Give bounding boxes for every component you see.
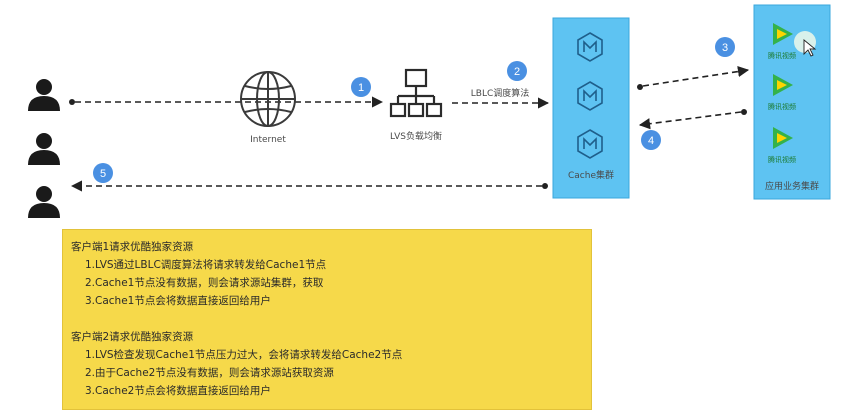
note-section-1-step-2: 2.Cache1节点没有数据，则会请求源站集群，获取 [85,277,324,289]
app-node-1: 腾讯视频 [768,23,796,60]
lvs-network-icon [389,68,443,118]
app-node-label-1: 腾讯视频 [768,51,796,60]
user-icon-1 [28,79,60,111]
step-badge-2: 2 [507,61,527,81]
internet-label: Internet [250,135,286,145]
svg-text:1: 1 [358,82,364,94]
note-section-2-step-2: 2.由于Cache2节点没有数据，则会请求源站获取资源 [85,367,334,379]
explanation-note: 客户端1请求优酷独家资源 1.LVS通过LBLC调度算法将请求转发给Cache1… [62,229,592,410]
arrow-app-to-cache [638,109,747,130]
app-node-3: 腾讯视频 [768,127,796,164]
app-cluster-box [753,4,831,200]
lblc-label: LBLC调度算法 [471,87,530,99]
step-badge-4: 4 [641,130,661,150]
cache-cluster-label: Cache集群 [568,169,614,181]
note-section-2-title: 客户端2请求优酷独家资源 [71,331,194,343]
arrow-cache-to-app [637,65,750,90]
note-section-2-step-3: 3.Cache2节点会将数据直接返回给用户 [85,385,271,397]
note-spacer [71,310,583,328]
svg-text:2: 2 [514,66,520,78]
step-badge-5: 5 [93,163,113,183]
step-badge-3: 3 [715,37,735,57]
note-section-1-step-3: 3.Cache1节点会将数据直接返回给用户 [85,295,271,307]
arrow-cache-to-user [70,180,548,192]
arrow-user-to-lvs [69,96,384,108]
note-section-1-step-1: 1.LVS通过LBLC调度算法将请求转发给Cache1节点 [85,259,327,271]
svg-text:3: 3 [722,42,728,54]
svg-text:5: 5 [100,168,106,180]
app-node-2: 腾讯视频 [768,74,796,111]
internet-globe-icon [240,71,296,127]
user-icon-3 [28,186,60,218]
svg-text:4: 4 [648,135,654,147]
step-badge-1: 1 [351,77,371,97]
user-icon-2 [28,133,60,165]
app-node-label-2: 腾讯视频 [768,102,796,111]
app-cluster-label: 应用业务集群 [765,180,819,192]
note-section-2-step-1: 1.LVS检查发现Cache1节点压力过大，会将请求转发给Cache2节点 [85,349,403,361]
app-node-label-3: 腾讯视频 [768,155,796,164]
note-section-1-title: 客户端1请求优酷独家资源 [71,241,194,253]
lvs-label: LVS负载均衡 [390,130,442,142]
mouse-cursor-icon [803,39,817,57]
